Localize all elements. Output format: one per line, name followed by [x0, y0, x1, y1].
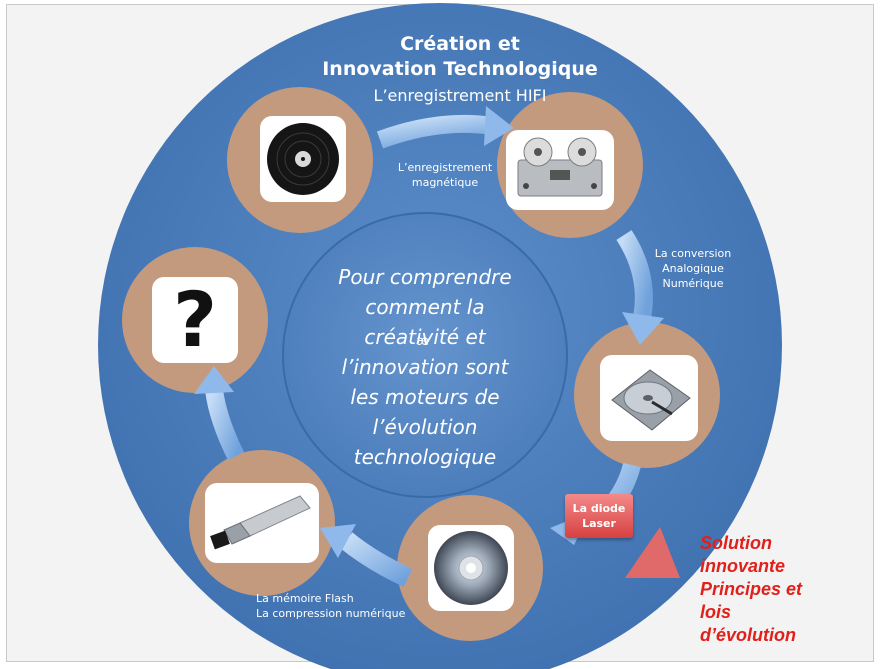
laser-diode-box: La diode Laser [565, 494, 633, 538]
laser-line: La diode [572, 502, 626, 515]
label-conversion: La conversion Analogique Numérique [638, 246, 748, 291]
label-flash-line: La compression numérique [256, 607, 406, 620]
arrow-usb-to-unknown [205, 388, 245, 461]
vinyl-record-icon [267, 123, 339, 195]
cd-disc-icon [434, 531, 508, 605]
solution-line: lois [700, 602, 732, 622]
title-line-3: L’enregistrement HIFI [373, 86, 547, 105]
arrow-tape-to-hdd [616, 230, 653, 320]
center-text: Pour comprendre comment la créativité et… [318, 262, 532, 472]
label-conversion-line: La conversion [654, 247, 732, 260]
usb-stick-icon [210, 495, 311, 550]
stray-glyph: æ [416, 334, 429, 349]
arrowhead-tape-to-hdd [622, 312, 664, 345]
question-mark-icon: ? [172, 275, 218, 364]
label-magnetic-line: magnétique [411, 176, 479, 189]
title-line-1: Création et [400, 33, 520, 55]
label-flash: La mémoire Flash La compression numériqu… [256, 591, 436, 621]
center-text-line: l’évolution [372, 415, 478, 439]
center-text-line: l’innovation sont [341, 355, 509, 379]
center-text-line: technologique [353, 445, 497, 469]
center-text-line: Pour comprendre [338, 265, 512, 289]
solution-line: Principes et [700, 579, 803, 599]
label-conversion-line: Numérique [662, 277, 724, 290]
question-tile [152, 277, 238, 363]
arrowhead-usb-to-unknown [194, 366, 234, 394]
laser-line: Laser [582, 517, 616, 530]
center-disc [282, 212, 568, 498]
arrowhead-cd-to-usb [320, 524, 356, 558]
center-text-line: les moteurs de [350, 385, 500, 409]
label-flash-line: La mémoire Flash [256, 592, 354, 605]
label-magnetic-line: L’enregistrement [397, 161, 493, 174]
center-text-line: créativité et [364, 325, 486, 349]
label-magnetic: L’enregistrement magnétique [380, 160, 510, 190]
center-text-line: comment la [365, 295, 485, 319]
title-line-2: Innovation Technologique [322, 58, 598, 80]
arrowhead-vinyl-to-tape [484, 106, 514, 146]
solution-line: d’évolution [700, 625, 796, 645]
tape-recorder-icon [517, 137, 603, 197]
solution-line: innovante [700, 556, 786, 576]
arrow-vinyl-to-tape [376, 114, 494, 149]
label-conversion-line: Analogique [662, 262, 724, 275]
red-triangle-marker [625, 527, 680, 578]
solution-text: Solution innovante Principes et lois d’é… [700, 532, 802, 647]
arrow-cd-to-usb [339, 532, 413, 588]
solution-line: Solution [700, 533, 772, 553]
hard-drive-icon [611, 369, 691, 431]
